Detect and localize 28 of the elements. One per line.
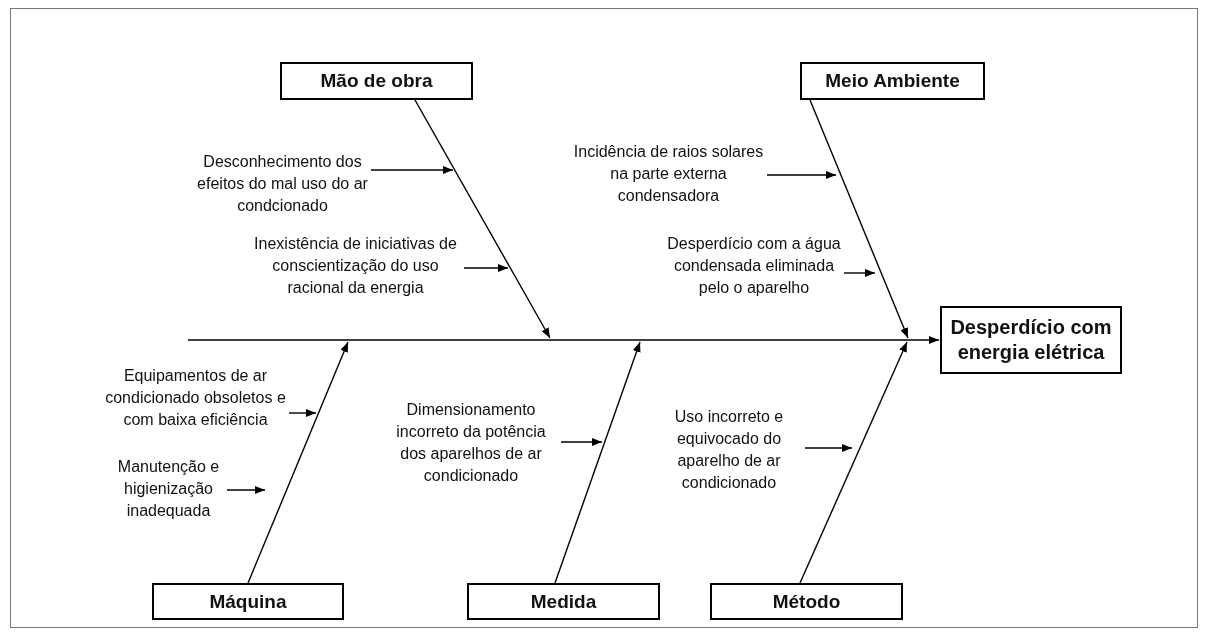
- cause-text: Desperdício com a água condensada eliminada pelo o aparelho: [665, 232, 843, 300]
- arrow: [288, 409, 317, 417]
- arrow: [843, 269, 876, 277]
- arrow: [804, 444, 853, 452]
- arrow: [226, 486, 266, 494]
- bone-arrow: [414, 99, 551, 339]
- arrow: [766, 171, 837, 179]
- cause-text: Uso incorreto e equivocado do aparelho de ar condicionado: [654, 405, 804, 495]
- category-box: Mão de obra: [280, 62, 473, 100]
- category-box: Máquina: [152, 583, 344, 620]
- bone-arrow: [247, 341, 349, 584]
- arrow: [370, 166, 454, 174]
- bone-arrow: [554, 341, 641, 584]
- cause-text: Desconhecimento dos efeitos do mal uso do ar condcionado: [195, 150, 370, 218]
- cause-text: Equipamentos de ar condicionado obsoletos e com baixa eficiência: [103, 364, 288, 432]
- bone-arrow: [809, 99, 909, 339]
- category-box: Método: [710, 583, 903, 620]
- spine-arrow: [187, 336, 940, 344]
- cause-text: Inexistência de iniciativas de conscientização do uso racional da energia: [248, 232, 463, 300]
- category-box: Meio Ambiente: [800, 62, 985, 100]
- arrow: [463, 264, 509, 272]
- effect-box: Desperdício com energia elétrica: [940, 306, 1122, 374]
- cause-text: Dimensionamento incorreto da potência dos aparelhos de ar condicionado: [382, 398, 560, 488]
- category-box: Medida: [467, 583, 660, 620]
- arrow: [560, 438, 603, 446]
- cause-text: Manutenção e higienização inadequada: [111, 455, 226, 523]
- cause-text: Incidência de raios solares na parte externa condensadora: [571, 140, 766, 208]
- bone-arrow: [799, 341, 908, 584]
